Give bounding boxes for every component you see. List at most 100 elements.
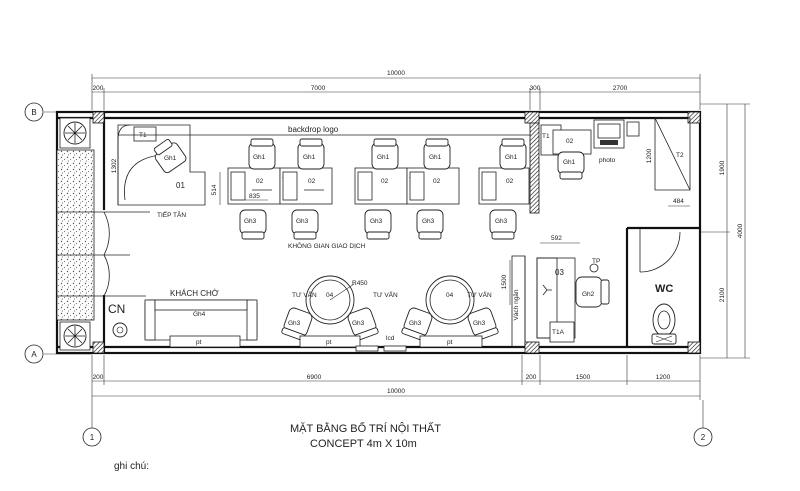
waiting-label: KHÁCH CHỜ	[170, 289, 219, 298]
column-br	[687, 341, 701, 354]
transaction-desk-group-2: Gh1 Gh1 T1 T1 02 02 Gh3 Gh3	[354, 138, 460, 240]
dim-bot-seg-5: 1200	[656, 374, 671, 381]
dim-1200-v: 1200	[646, 148, 653, 163]
gh1-a: Gh1	[253, 154, 266, 161]
transaction-label: KHÔNG GIAN GIAO DỊCH	[288, 241, 366, 250]
backdrop-label: backdrop logo	[288, 125, 339, 134]
gh3-b: Gh3	[296, 218, 309, 225]
entrance-label: CN	[108, 302, 125, 316]
photo-t1: T1	[542, 133, 550, 140]
dim-top-seg-2: 7000	[311, 85, 326, 92]
dim-bot-total: 10000	[387, 388, 405, 395]
dim-514: 514	[211, 184, 218, 195]
gh3-e: Gh3	[495, 218, 508, 225]
gh3-i: Gh3	[473, 320, 486, 327]
dim-bot-seg-3: 200	[526, 374, 537, 381]
axis-2-label: 2	[701, 433, 706, 442]
gh3-g: Gh3	[352, 320, 365, 327]
dim-1500-v: 1500	[501, 274, 508, 289]
axis-b-label: B	[31, 108, 36, 117]
column-tl	[92, 111, 105, 124]
grid-axes: B A 1 2	[24, 102, 713, 447]
dim-top-seg-4: 2700	[613, 85, 628, 92]
axis-a-label: A	[31, 350, 37, 359]
t1a-label: T1A	[552, 329, 565, 336]
gh1-c: Gh1	[377, 154, 390, 161]
tuvan-1: TƯ VẤN	[292, 289, 317, 299]
axis-1-label: 1	[90, 433, 95, 442]
consult-table-1: 04 R450 TƯ VẤN Gh3 Gh3 pt	[281, 275, 379, 348]
transaction-desk-3: Gh1 T1 02 Gh3	[478, 138, 530, 240]
gh1-b: Gh1	[303, 154, 316, 161]
dim-bot-seg-4: 1500	[576, 374, 591, 381]
dim-484: 484	[673, 198, 684, 205]
n02-b: 02	[308, 178, 316, 185]
column-mid-bot	[524, 341, 540, 354]
front-planters	[56, 117, 95, 351]
consult-table-2: 04 TƯ VẤN Gh3 Gh3 pt	[401, 275, 499, 348]
pt-1: pt	[196, 339, 202, 346]
axis-1-bubble	[82, 427, 102, 447]
wc-room: WC	[651, 283, 677, 345]
gh4-label: Gh4	[193, 311, 206, 318]
photo-label: photo	[599, 157, 616, 164]
gh3-d: Gh3	[422, 218, 435, 225]
right-dimensions: 1900 2100 4000	[700, 103, 750, 359]
pt-3: pt	[447, 339, 453, 346]
dim-bot-seg-1: 200	[93, 374, 104, 381]
gravel-strip	[56, 149, 95, 321]
floor-logo	[112, 322, 128, 338]
gh2-label: Gh2	[582, 291, 595, 298]
notes-label: ghi chú:	[114, 461, 149, 472]
axis-2-bubble	[693, 427, 713, 447]
reception-t1: T1	[139, 132, 147, 139]
gh3-c: Gh3	[370, 218, 383, 225]
n02-d: 02	[433, 178, 441, 185]
column-tr	[687, 111, 701, 124]
dim-592: 592	[551, 235, 562, 242]
dim-r450: R450	[352, 280, 368, 287]
gh3-a: Gh3	[244, 218, 257, 225]
dim-right-total: 4000	[737, 223, 744, 238]
entrance-doors[interactable]	[57, 211, 150, 297]
lcd-label: lcd	[386, 335, 395, 342]
reception-01: 01	[176, 181, 185, 190]
photo-02: 02	[566, 138, 574, 145]
photo-area: T1 02 Gh1 photo T2 1200 484 592	[540, 117, 691, 244]
wc-label: WC	[655, 283, 673, 295]
transaction-desk-group-1: Gh1 Gh1 T1 T1 02 02 835 Gh3 Gh3	[227, 138, 333, 240]
gh1-e: Gh1	[505, 154, 518, 161]
waiting-area: KHÁCH CHỜ Gh4 pt	[144, 289, 258, 348]
reception-label: TIẾP TÂN	[157, 209, 186, 219]
dim-top-seg-3: 300	[530, 85, 541, 92]
column-mid-top	[524, 111, 540, 124]
table-04-a: 04	[326, 292, 334, 299]
axis-b-bubble	[24, 102, 44, 122]
tuvan-2: TƯ VẤN	[373, 289, 398, 299]
table-04-b: 04	[446, 292, 454, 299]
tuvan-3: TƯ VẤN	[467, 289, 492, 299]
dim-right-1: 1900	[719, 160, 726, 175]
tp-label: TP	[592, 258, 600, 265]
n02-e: 02	[506, 178, 514, 185]
bottom-dimensions: 200 6900 200 1500 1200 10000	[91, 355, 701, 400]
office-03-label: 03	[555, 268, 564, 277]
gh1-d: Gh1	[429, 154, 442, 161]
gh3-h: Gh3	[409, 320, 422, 327]
dim-1302: 1302	[111, 158, 118, 173]
n02-c: 02	[381, 178, 389, 185]
reception-gh1: Gh1	[164, 155, 177, 162]
photo-gh1: Gh1	[563, 159, 576, 166]
column-bl	[92, 341, 105, 354]
plan-subtitle: CONCEPT 4m X 10m	[310, 438, 417, 450]
axis-a-bubble	[24, 344, 44, 364]
partition-label: Vách ngăn	[513, 289, 520, 320]
dim-right-2: 2100	[719, 287, 726, 302]
dim-bot-seg-2: 6900	[307, 374, 322, 381]
dim-835: 835	[249, 193, 260, 200]
office-03: 03 T1A Gh2 TP Vách ngăn 1500	[501, 257, 610, 343]
pt-2: pt	[326, 339, 332, 346]
gh3-f: Gh3	[288, 320, 301, 327]
plan-title: MẶT BẰNG BỐ TRÍ NỘI THẤT	[290, 421, 441, 435]
